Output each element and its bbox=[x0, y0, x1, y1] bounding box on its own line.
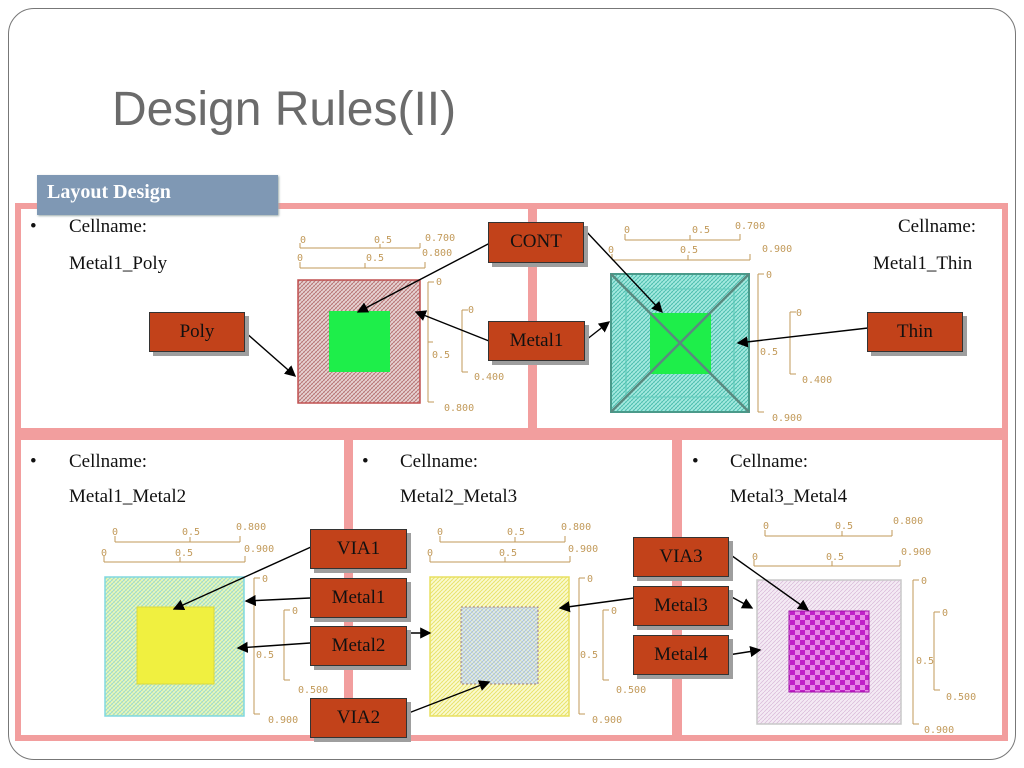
ruler-label: 0 bbox=[427, 548, 433, 559]
ruler-label: 0.5 bbox=[680, 245, 698, 256]
callout-thin: Thin bbox=[867, 312, 963, 352]
callout-cont: CONT bbox=[488, 222, 584, 263]
cellname-label: Cellname: bbox=[400, 451, 479, 472]
ruler-label: 0.5 bbox=[692, 225, 710, 236]
cell-metal1-poly bbox=[15, 203, 534, 434]
contact-square bbox=[329, 311, 390, 372]
bullet: • bbox=[692, 451, 699, 472]
ruler-label: 0.900 bbox=[901, 547, 931, 558]
callout-metal1-bottom: Metal1 bbox=[310, 578, 407, 618]
ruler-label: 0 bbox=[587, 574, 593, 585]
ruler-label: 0.500 bbox=[946, 692, 976, 703]
ruler-label: 0 bbox=[292, 606, 298, 617]
callout-via2: VIA2 bbox=[310, 698, 407, 738]
ruler-label: 0.800 bbox=[561, 522, 591, 533]
callout-via3: VIA3 bbox=[633, 537, 729, 577]
via1-square bbox=[136, 606, 215, 685]
ruler-label: 0.5 bbox=[507, 527, 525, 538]
ruler-label: 0 bbox=[112, 527, 118, 538]
ruler-label: 0.800 bbox=[422, 248, 452, 259]
ruler-label: 0.400 bbox=[474, 372, 504, 383]
cellname-label: Cellname: bbox=[730, 451, 809, 472]
ruler-label: 0.5 bbox=[760, 347, 778, 358]
ruler-label: 0.500 bbox=[298, 685, 328, 696]
ruler-label: 0 bbox=[437, 527, 443, 538]
ruler-label: 0.5 bbox=[499, 548, 517, 559]
ruler-label: 0.5 bbox=[374, 235, 392, 246]
layout-design-tag: Layout Design bbox=[37, 175, 278, 215]
ruler-top-thin bbox=[611, 234, 796, 413]
ruler-top-poly bbox=[299, 243, 468, 403]
ruler-label: 0 bbox=[608, 245, 614, 256]
ruler-label: 0.900 bbox=[568, 544, 598, 555]
ruler-label: 0 bbox=[796, 308, 802, 319]
ruler-label: 0 bbox=[300, 235, 306, 246]
ruler-label: 0 bbox=[752, 552, 758, 563]
ruler-label: 0.900 bbox=[244, 544, 274, 555]
ruler-label: 0.500 bbox=[616, 685, 646, 696]
ruler-label: 0.700 bbox=[425, 233, 455, 244]
ruler-label: 0.800 bbox=[236, 522, 266, 533]
ruler-label: 0.700 bbox=[735, 221, 765, 232]
ruler-label: 0 bbox=[468, 305, 474, 316]
cellname-value: Metal1_Poly bbox=[69, 253, 168, 274]
ruler-label: 0.900 bbox=[772, 413, 802, 424]
ruler-label: 0 bbox=[624, 225, 630, 236]
callout-metal2: Metal2 bbox=[310, 626, 407, 666]
callout-metal1-top: Metal1 bbox=[488, 321, 585, 361]
ruler-top-metal3 bbox=[429, 536, 609, 715]
ruler-top-metal4 bbox=[753, 530, 940, 725]
cellname-value: Metal3_Metal4 bbox=[730, 486, 848, 507]
ruler-label: 0 bbox=[611, 606, 617, 617]
callout-arrows bbox=[172, 227, 869, 715]
ruler-label: 0.5 bbox=[835, 521, 853, 532]
metal1-outline bbox=[625, 288, 735, 398]
ruler-label: 0 bbox=[921, 576, 927, 587]
ruler-label: 0 bbox=[262, 574, 268, 585]
ruler-label: 0.5 bbox=[182, 527, 200, 538]
ruler-label: 0 bbox=[766, 270, 772, 281]
bullet: • bbox=[30, 451, 37, 472]
ruler-label: 0.5 bbox=[826, 552, 844, 563]
ruler-label: 0.800 bbox=[444, 403, 474, 414]
ruler-label: 0.900 bbox=[268, 715, 298, 726]
ruler-label: 0 bbox=[297, 253, 303, 264]
cross-line bbox=[610, 273, 750, 413]
cellname-label: Cellname: bbox=[898, 216, 977, 237]
ruler-label: 0.900 bbox=[762, 244, 792, 255]
ruler-label: 0 bbox=[101, 548, 107, 559]
ruler-label: 0.900 bbox=[924, 725, 954, 736]
ruler-label: 0.5 bbox=[256, 650, 274, 661]
bullet: • bbox=[30, 216, 37, 237]
ruler-label: 0.5 bbox=[580, 650, 598, 661]
cellname-value: Metal2_Metal3 bbox=[400, 486, 518, 507]
ruler-label: 0 bbox=[763, 521, 769, 532]
bullet: • bbox=[362, 451, 369, 472]
callout-via1: VIA1 bbox=[310, 529, 407, 569]
ruler-label: 0.5 bbox=[175, 548, 193, 559]
via3-square bbox=[788, 610, 870, 693]
ruler-label: 0.5 bbox=[366, 253, 384, 264]
ruler-label: 0.800 bbox=[893, 516, 923, 527]
via2-square bbox=[460, 606, 539, 685]
ruler-label: 0.5 bbox=[916, 656, 934, 667]
cellname-label: Cellname: bbox=[69, 451, 148, 472]
ruler-label: 0 bbox=[942, 608, 948, 619]
ruler-label: 0.400 bbox=[802, 375, 832, 386]
ruler-label: 0 bbox=[436, 277, 442, 288]
slide-title: Design Rules(II) bbox=[112, 83, 457, 136]
ruler-label: 0.900 bbox=[592, 715, 622, 726]
cellname-label: Cellname: bbox=[69, 216, 148, 237]
callout-poly: Poly bbox=[149, 312, 245, 352]
ruler-label: 0.5 bbox=[432, 350, 450, 361]
cellname-value: Metal1_Thin bbox=[873, 253, 973, 274]
cellname-value: Metal1_Metal2 bbox=[69, 486, 187, 507]
callout-metal3: Metal3 bbox=[633, 586, 729, 626]
callout-metal4: Metal4 bbox=[633, 635, 729, 675]
